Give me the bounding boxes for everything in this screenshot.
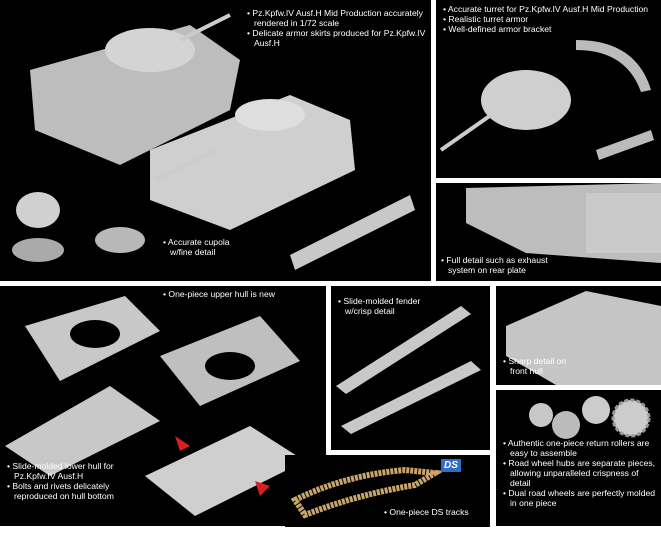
main-tank-panel: Pz.Kpfw.IV Ausf.H Mid Production accurat… [0,0,431,281]
feature-bullet: Sharp detail on front hull [502,356,572,376]
tracks-image [290,466,445,519]
exhaust-text: Full detail such as exhaust system on re… [440,255,570,275]
feature-bullet: Slide-molded fender w/crisp detail [337,296,427,316]
wheels-panel: Authentic one-piece return rollers are e… [496,390,661,526]
exhaust-panel: Full detail such as exhaust system on re… [436,183,661,281]
feature-bullet: Accurate turret for Pz.Kpfw.IV Ausf.H Mi… [442,4,657,14]
feature-bullet: Road wheel hubs are separate pieces, all… [502,458,658,488]
feature-bullet: Realistic turret armor [442,14,657,24]
tracks-panel: DS One-piece DS tracks [285,455,490,527]
feature-bullet: Accurate cupola w/fine detail [162,237,252,257]
feature-bullet: Dual road wheels are perfectly molded in… [502,488,658,508]
feature-bullet: Well-defined armor bracket [442,24,657,34]
turret-features-text: Accurate turret for Pz.Kpfw.IV Ausf.H Mi… [442,4,657,34]
fender-text: Slide-molded fender w/crisp detail [337,296,427,316]
fender-panel: Slide-molded fender w/crisp detail [331,286,490,450]
front-hull-text: Sharp detail on front hull [502,356,572,376]
turret-panel: Accurate turret for Pz.Kpfw.IV Ausf.H Mi… [436,0,661,178]
feature-bullet: Delicate armor skirts produced for Pz.Kp… [246,28,426,48]
feature-bullet: Authentic one-piece return rollers are e… [502,438,658,458]
rear-plate-image [466,183,661,263]
wheels-text: Authentic one-piece return rollers are e… [502,438,658,508]
feature-bullet: Slide-molded lower hull for Pz.Kpfw.IV A… [6,461,146,481]
turret-image [439,40,654,160]
main-features-text: Pz.Kpfw.IV Ausf.H Mid Production accurat… [246,8,426,48]
feature-bullet: Bolts and rivets delicately reproduced o… [6,481,146,501]
hull-panel: One-piece upper hull is new Slide-molded… [0,286,326,526]
tracks-text: One-piece DS tracks [383,507,488,517]
tank-models-image [12,13,415,270]
cupola-text: Accurate cupola w/fine detail [162,237,252,257]
feature-bullet: Full detail such as exhaust system on re… [440,255,570,275]
feature-bullet: One-piece DS tracks [383,507,488,517]
lower-hull-text: Slide-molded lower hull for Pz.Kpfw.IV A… [6,461,146,501]
upper-hull-text: One-piece upper hull is new [162,289,322,299]
feature-bullet: Pz.Kpfw.IV Ausf.H Mid Production accurat… [246,8,426,28]
front-hull-panel: Sharp detail on front hull [496,286,661,385]
feature-bullet: One-piece upper hull is new [162,289,322,299]
wheels-image [529,396,651,439]
ds-badge: DS [441,459,461,472]
fender-image [336,306,481,434]
hull-parts-image [5,296,305,516]
